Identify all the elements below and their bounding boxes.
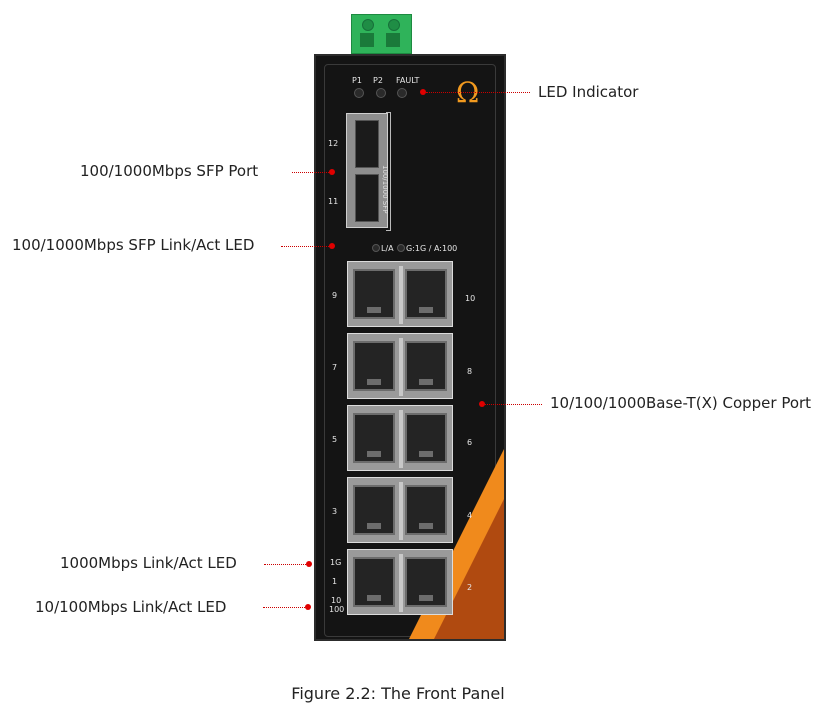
led-p1 [354,88,364,98]
sfp-bracket [386,112,391,231]
fast-led-callout: 10/100Mbps Link/Act LED [35,598,227,616]
rj45-port-4[interactable] [405,485,447,535]
rj45-block-9-10 [347,261,453,327]
sfp-vertical-label: 100/1000 SFP [381,165,389,214]
sfp-port-12[interactable] [355,120,379,168]
led-indicator-dot [420,89,426,95]
rj45-port-2[interactable] [405,557,447,607]
jack-latch [419,379,433,385]
jack-latch [419,451,433,457]
fast-led-label-bottom: 100 [329,605,345,614]
sfp-link-act-led [372,244,380,252]
rj45-port-10[interactable] [405,269,447,319]
rj45-block-7-8 [347,333,453,399]
terminal-slot [360,33,374,47]
jack-latch [419,595,433,601]
jack-latch [367,307,381,313]
jack-latch [419,307,433,313]
sfp-cage [346,113,388,228]
sfp-speed-label: G:1G / A:100 [406,244,458,253]
port-number-1: 1 [332,577,338,586]
port-number-4: 4 [467,511,473,520]
led-label-fault: FAULT [396,76,420,85]
sfp-port-number-12: 12 [328,139,339,148]
sfp-port-number-11: 11 [328,197,339,206]
jack-latch [367,379,381,385]
port-divider [399,410,403,468]
sfp-link-act-label: L/A [381,244,394,253]
port-divider [399,482,403,540]
rj45-block-3-4 [347,477,453,543]
sfp-speed-led [397,244,405,252]
rj45-port-9[interactable] [353,269,395,319]
port-number-5: 5 [332,435,338,444]
copper-port-leader [485,404,542,405]
rj45-block-1-2 [347,549,453,615]
terminal-slot [386,33,400,47]
gig-led-callout: 1000Mbps Link/Act LED [60,554,237,572]
sfp-port-11[interactable] [355,174,379,222]
terminal-screw [388,19,400,31]
jack-latch [367,451,381,457]
led-indicator-callout: LED Indicator [538,83,639,101]
port-number-8: 8 [467,367,473,376]
rj45-port-1[interactable] [353,557,395,607]
port-number-10: 10 [465,294,476,303]
port-number-3: 3 [332,507,338,516]
jack-latch [367,523,381,529]
rj45-port-6[interactable] [405,413,447,463]
terminal-screw [362,19,374,31]
sfp-port-callout: 100/1000Mbps SFP Port [80,162,259,180]
switch-chassis [314,54,506,641]
gig-led-leader [264,564,306,565]
copper-port-callout: 10/100/1000Base-T(X) Copper Port [550,394,812,412]
copper-port-dot [479,401,485,407]
sfp-port-dot [329,169,335,175]
sfp-led-leader [281,246,329,247]
led-label-p2: P2 [373,76,383,85]
sfp-led-callout: 100/1000Mbps SFP Link/Act LED [12,236,255,254]
terminal-block [351,14,412,54]
port-number-7: 7 [332,363,338,372]
led-p2 [376,88,386,98]
figure-caption: Figure 2.2: The Front Panel [291,684,505,703]
fast-led-label-top: 10 [331,596,342,605]
port-divider [399,266,403,324]
gig-led-dot [306,561,312,567]
port-divider [399,338,403,396]
sfp-port-leader [292,172,329,173]
rj45-block-5-6 [347,405,453,471]
rj45-port-7[interactable] [353,341,395,391]
port-divider [399,554,403,612]
gig-led-label: 1G [330,558,342,567]
fast-led-dot [305,604,311,610]
fast-led-leader [263,607,305,608]
rj45-port-8[interactable] [405,341,447,391]
rj45-port-5[interactable] [353,413,395,463]
sfp-led-dot [329,243,335,249]
jack-latch [419,523,433,529]
port-number-2: 2 [467,583,473,592]
port-number-6: 6 [467,438,473,447]
port-number-9: 9 [332,291,338,300]
led-indicator-leader [426,92,530,93]
rj45-port-3[interactable] [353,485,395,535]
jack-latch [367,595,381,601]
led-label-p1: P1 [352,76,362,85]
led-fault [397,88,407,98]
